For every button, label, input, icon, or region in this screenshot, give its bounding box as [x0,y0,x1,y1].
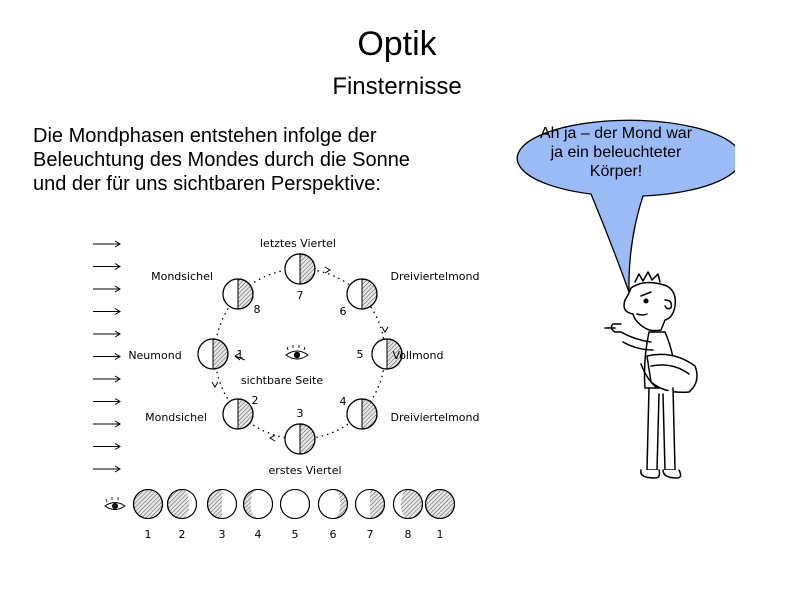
phase-row-number: 1 [437,528,444,541]
phase-row-moons [132,488,456,520]
view-arrow [234,352,246,361]
orbit-arrow [324,266,331,274]
label-erstes-viertel: erstes Viertel [268,464,341,477]
speech-bubble-line: ja ein beleuchteter [550,144,682,161]
phase-moon [166,488,198,520]
ring-number: 2 [252,394,259,407]
label-vollmond: Vollmond [393,349,444,362]
orbit-arrows [211,266,389,442]
phase-moon [354,488,386,520]
phase-row-number: 7 [367,528,374,541]
label-letztes-viertel: letztes Viertel [260,237,336,250]
orbit-arrow [381,326,389,333]
phase-moon [206,488,238,520]
cartoon-man-icon [604,271,698,479]
ring-numbers: 7 6 5 4 3 2 1 8 [237,289,364,420]
moon-ring [346,398,378,430]
label-mondsichel-lower: Mondsichel [145,411,207,424]
sunlight-arrow [93,443,121,450]
phase-moon [424,488,456,520]
phase-moon [317,488,349,520]
phase-row-numbers: 1 2 3 4 5 6 7 8 1 [145,528,444,541]
orbit-arrow [211,381,219,388]
sunlight-arrow [93,353,121,360]
eye-icon [285,345,309,360]
eye-icon [104,497,126,510]
phase-row-number: 1 [145,528,152,541]
sunlight-arrow [93,375,121,383]
moon-ring [222,278,254,310]
moon-phase-diagram: 7 6 5 4 3 2 1 8 letztes Viertel Mondsichel Drei… [93,237,480,541]
speech-bubble-line: Ah ja – der Mond war [539,125,693,142]
moon-ring [284,423,316,455]
sunlight-arrow [93,420,121,428]
moon-ring [346,278,378,310]
label-dreiviertelmond-upper: Dreiviertelmond [391,270,480,283]
sunlight-arrow [93,465,121,473]
sunlight-arrows [93,240,121,473]
phase-moon [279,488,311,520]
phase-moon [132,488,164,520]
phase-row-number: 2 [179,528,186,541]
moon-ring [284,253,316,285]
body-text-line: Beleuchtung des Mondes durch die Sonne [33,149,410,171]
sunlight-arrow [93,308,121,315]
sunlight-arrow [93,240,121,248]
body-text-line: Die Mondphasen entstehen infolge der [33,125,377,147]
phase-row-number: 6 [330,528,337,541]
label-dreiviertelmond-lower: Dreiviertelmond [391,411,480,424]
sunlight-arrow [93,263,121,270]
ring-number: 6 [340,305,347,318]
label-sichtbare-seite: sichtbare Seite [241,374,324,387]
speech-bubble-shape [516,119,735,293]
page-title: Optik [357,25,437,63]
orbit-arrow [269,434,276,442]
sunlight-arrow [93,330,121,338]
label-mondsichel-upper: Mondsichel [151,270,213,283]
moon-ring [371,338,403,370]
body-text: Die Mondphasen entstehen infolge der Bel… [33,124,503,196]
ring-number: 5 [357,348,364,361]
body-text-line: und der für uns sichtbaren Perspektive: [33,173,381,195]
phase-row-number: 3 [219,528,226,541]
phase-row-number: 5 [292,528,299,541]
sunlight-arrow [93,398,121,405]
phase-row-number: 4 [255,528,262,541]
speech-bubble-text: Ah ja – der Mond war ja ein beleuchteter… [505,124,727,181]
ring-number: 4 [340,395,347,408]
moon-ring [222,398,254,430]
phase-row-number: 8 [405,528,412,541]
phase-moon [392,488,424,520]
moon-ring [197,338,229,370]
speech-bubble-line: Körper! [589,163,643,180]
speech-bubble [516,119,735,293]
ring-moons [197,253,403,455]
phase-moon [242,488,274,520]
ring-number: 8 [254,303,261,316]
label-neumond: Neumond [128,349,181,362]
ring-number: 1 [237,348,244,361]
ring-number: 3 [297,407,304,420]
page-subtitle: Finsternisse [332,73,462,100]
ring-number: 7 [297,289,304,302]
sunlight-arrow [93,285,121,293]
